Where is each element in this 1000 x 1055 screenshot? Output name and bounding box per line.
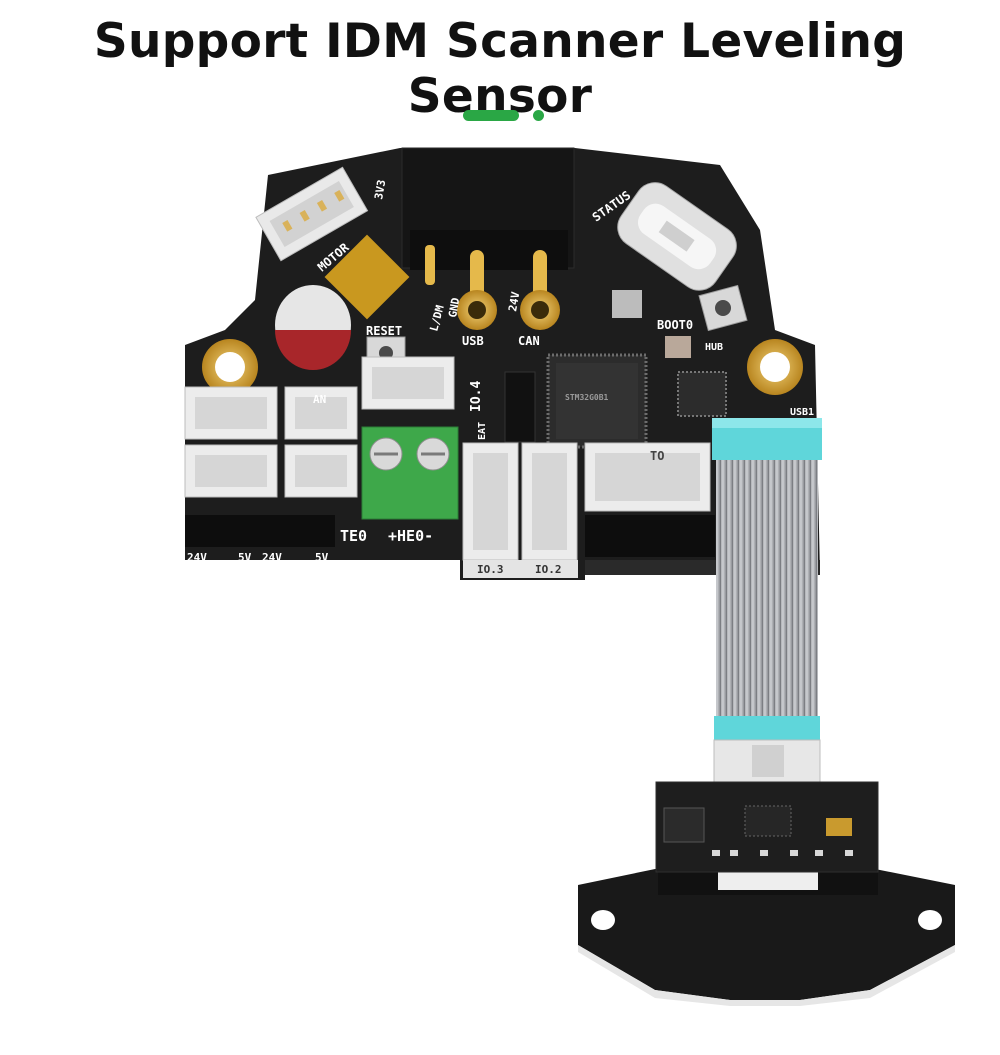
label-io4: IO.4 [469,381,484,412]
label-5v-a: 5V [238,551,252,564]
pin-headers [185,515,715,557]
label-hub: HUB [705,342,723,353]
label-io2: IO.2 [535,563,562,576]
page-title: Support IDM Scanner Leveling Sensor [93,14,907,124]
fan-connectors [184,356,455,498]
label-fan: AN [313,393,326,406]
toolhead-board: MOTOR 3V3 STATUS RESET L/DM GND 24V BOOT… [184,147,820,580]
label-chip: STM32G0B1 [565,393,609,402]
label-reset: RESET [366,324,402,338]
carousel-indicator-active[interactable] [463,110,519,121]
label-can: CAN [518,334,540,348]
label-he0: +HE0- [388,527,433,545]
label-24v-a: 24V [187,551,207,564]
label-24v-power: 24V [506,290,522,312]
ribbon-cable [712,418,822,786]
label-boot0: BOOT0 [657,318,693,332]
label-gnd: GND [446,296,462,318]
label-usb1: USB1 [790,407,814,418]
label-usb: USB [462,334,484,348]
heater-terminal [361,426,459,520]
carousel-indicator-dot[interactable] [533,110,544,121]
buzzer-pad [324,234,410,320]
idm-sensor [578,781,955,1006]
label-eat: EAT [477,422,488,440]
label-24v-b: 24V [262,551,282,564]
label-te0: TE0 [340,527,367,545]
label-5v-b: 5V [315,551,329,564]
capacitor [275,285,351,370]
motor-connector [255,166,369,262]
label-io3: IO.3 [477,563,504,576]
label-to: TO [650,449,664,463]
usb-c-port [617,182,737,291]
label-3v3: 3V3 [372,179,388,201]
